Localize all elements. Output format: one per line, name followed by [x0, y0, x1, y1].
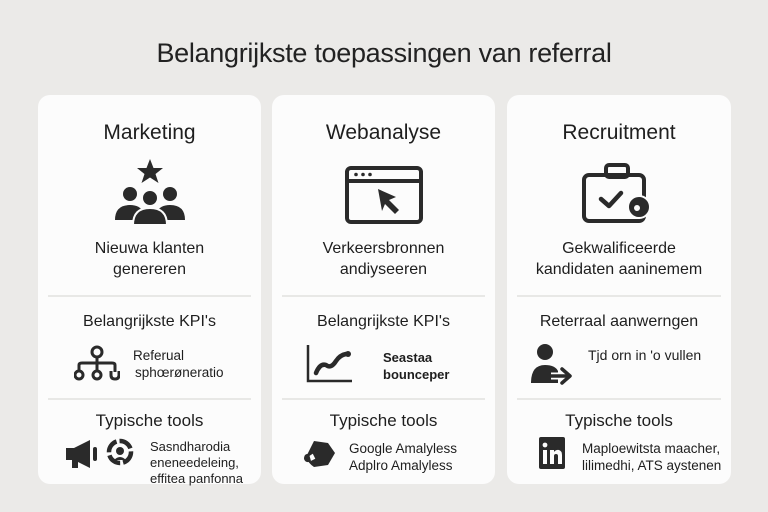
tools-row: Maploewitsta maacher, lilimedhi, ATS ays…	[507, 435, 731, 485]
tools-line: eneneedeleing,	[150, 455, 239, 470]
tools-row: Google Amalyless Adplro Amalyless	[272, 435, 495, 485]
kpi-line: bounceper	[383, 367, 450, 382]
card-webanalyse: Webanalyse Verkeersbronnen andiyseeren B…	[272, 95, 495, 484]
divider	[517, 295, 721, 297]
card-subtitle: Nieuwa klanten genereren	[38, 238, 261, 280]
kpi-heading: Reterraal aanwerngen	[539, 313, 699, 330]
kpi-heading: Belangrijkste KPI's	[317, 313, 450, 330]
share-wheel-icon	[106, 438, 134, 471]
kpi-line: Tjd orn in 'o vullen	[588, 347, 702, 363]
subtitle-line: Verkeersbronnen	[322, 240, 445, 257]
line-chart-icon	[306, 345, 354, 388]
kpi-heading: Belangrijkste KPI's	[83, 313, 216, 330]
card-subtitle: Gekwalificeerde kandidaten aaninemem	[507, 238, 731, 280]
divider	[48, 295, 251, 297]
tools-line: Sasndharodia	[150, 439, 231, 454]
card-recruitment: Recruitment Gekwalificeerde kandidaten a…	[507, 95, 731, 484]
briefcase-check-icon	[581, 163, 657, 230]
tools-text: Maploewitsta maacher, lilimedhi, ATS ays…	[582, 440, 721, 474]
card-title: Marketing	[103, 121, 196, 144]
tools-line: Google Amalyless	[349, 441, 458, 456]
tools-line: Adplro Amalyless	[349, 458, 453, 473]
tools-line: effitea panfonna	[150, 471, 244, 486]
analytics-logo-icon	[302, 439, 336, 474]
subtitle-line: andiyseeren	[339, 261, 428, 278]
tools-heading: Typische tools	[565, 411, 673, 430]
divider	[282, 295, 485, 297]
tools-text: Sasndharodia eneneedeleing, effitea panf…	[150, 439, 243, 487]
tools-line: lilimedhi, ATS aystenen	[582, 458, 722, 473]
kpi-text: Referual sphœrøneratio	[133, 347, 224, 381]
tools-row: Sasndharodia eneneedeleing, effitea panf…	[38, 435, 261, 487]
hierarchy-network-icon	[73, 345, 121, 386]
page-title: Belangrijkste toepassingen van referral	[156, 38, 612, 68]
subtitle-line: Nieuwa klanten	[94, 240, 205, 257]
kpi-line: Seastaa	[383, 350, 433, 365]
group-star-icon	[110, 157, 190, 232]
card-subtitle: Verkeersbronnen andiyseeren	[272, 238, 495, 280]
card-title: Recruitment	[562, 121, 676, 144]
kpi-line: Referual	[133, 348, 185, 363]
person-arrow-icon	[529, 343, 577, 392]
card-title: Webanalyse	[325, 121, 442, 144]
divider	[48, 398, 251, 400]
divider	[282, 398, 485, 400]
tools-heading: Typische tools	[95, 411, 204, 430]
tools-text: Google Amalyless Adplro Amalyless	[349, 440, 457, 474]
kpi-line: sphœrøneratio	[135, 365, 224, 380]
card-marketing: Marketing Nieuwa klanten genereren Belan…	[38, 95, 261, 487]
divider	[517, 398, 721, 400]
megaphone-icon	[66, 439, 100, 474]
tools-line: Maploewitsta maacher,	[582, 441, 721, 456]
kpi-row: Seastaa bounceper	[272, 341, 495, 391]
browser-cursor-icon	[344, 165, 424, 230]
kpi-text: Tjd orn in 'o vullen	[588, 347, 701, 364]
subtitle-line: genereren	[113, 261, 186, 278]
subtitle-line: Gekwalificeerde	[562, 240, 676, 257]
kpi-row: Tjd orn in 'o vullen	[507, 341, 731, 391]
tools-heading: Typische tools	[329, 411, 438, 430]
kpi-row: Referual sphœrøneratio	[38, 341, 261, 391]
subtitle-line: kandidaten aaninemem	[535, 261, 703, 278]
kpi-text: Seastaa bounceper	[383, 349, 449, 383]
linkedin-icon	[539, 437, 565, 474]
